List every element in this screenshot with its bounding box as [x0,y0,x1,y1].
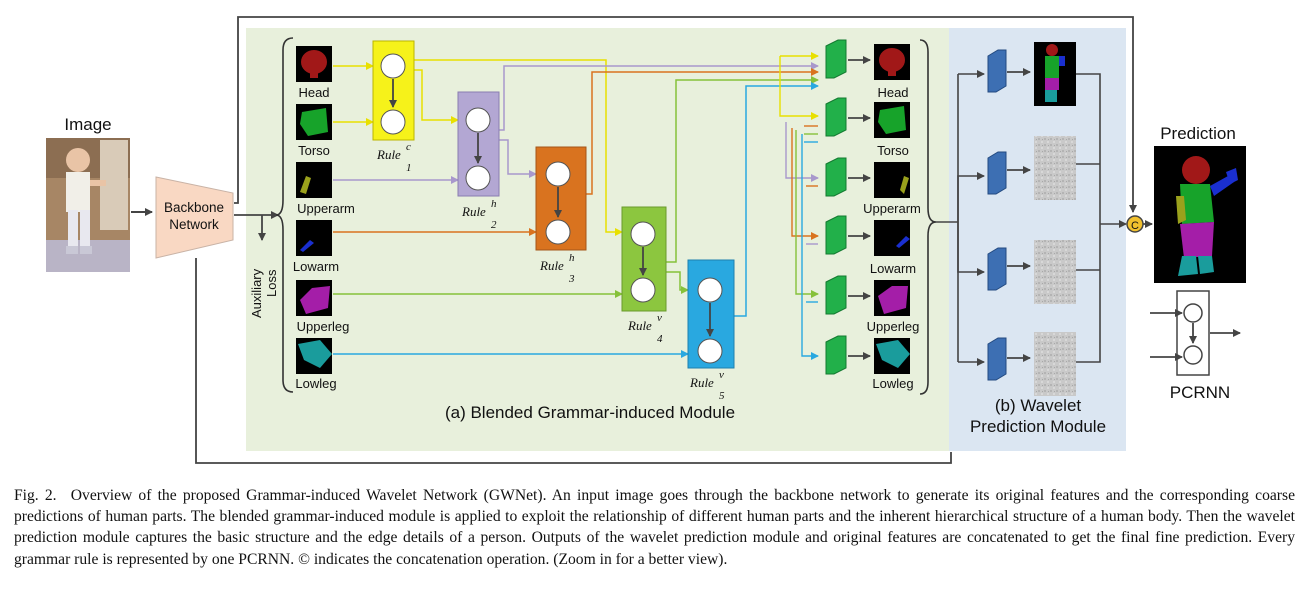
rule-5-label: Rule v 5 [689,369,725,402]
part-thumb-head [296,46,332,82]
module-a-label: (a) Blended Grammar-induced Module [445,403,735,422]
fanout-connections [779,52,819,360]
figure-number: Fig. 2. [14,487,57,504]
prediction-label: Prediction [1160,124,1236,143]
left-brace [275,37,294,393]
rule-4-block [621,206,667,312]
svg-text:Rule: Rule [539,258,564,273]
svg-text:v: v [719,369,724,381]
svg-text:h: h [569,252,575,264]
part-label-torso-left: Torso [298,143,330,158]
svg-text:Rule: Rule [461,204,486,219]
module-b-label-line1: (b) Wavelet [995,396,1082,415]
gwnet-architecture-figure: Image Backbone Network Auxiliary Loss [46,16,1246,464]
concat-symbol-letter: C [1131,220,1139,232]
part-label-lowleg-right: Lowleg [872,376,913,391]
rule-3-label: Rule h 3 [539,252,575,285]
pcrnn-legend [1150,290,1241,376]
fused-blocks [825,39,871,375]
image-label: Image [64,115,111,134]
refined-thumb-torso [874,102,910,138]
wavelet-highpass-image-2 [1034,240,1076,304]
pcrnn-label: PCRNN [1170,383,1230,402]
part-label-lowarm-left: Lowarm [293,259,339,274]
svg-text:c: c [406,141,411,153]
part-label-head-left: Head [298,85,329,100]
backbone-label-line2: Network [169,217,219,232]
part-label-upperleg-left: Upperleg [297,319,350,334]
module-b-label-line2: Prediction Module [970,417,1106,436]
skip-connection-top [234,16,1137,213]
svg-text:4: 4 [657,333,663,345]
part-thumb-upperleg [296,280,332,316]
svg-text:3: 3 [568,273,575,285]
auxiliary-loss-label-2: Loss [264,269,279,297]
wavelet-highpass-image-3 [1034,332,1076,396]
part-label-head-right: Head [877,85,908,100]
refined-thumb-lowarm [874,220,910,256]
svg-text:Rule: Rule [689,375,714,390]
refined-thumb-upperleg [874,280,910,316]
caption-text: Overview of the proposed Grammar-induced… [14,487,1295,568]
rule-1-block [372,40,415,141]
svg-text:h: h [491,198,497,210]
part-label-lowleg-left: Lowleg [295,376,336,391]
part-label-torso-right: Torso [877,143,909,158]
refined-thumb-lowleg [874,338,910,374]
part-label-upperarm-right: Upperarm [863,201,921,216]
part-thumb-upperarm [296,162,332,198]
wavelet-lowpass-image [1034,42,1076,106]
rule-5-block [687,259,735,369]
part-label-upperleg-right: Upperleg [867,319,920,334]
part-thumb-torso [296,104,332,140]
wavelet-blocks [987,49,1031,381]
rule-2-block [457,91,500,197]
svg-text:Rule: Rule [376,147,401,162]
svg-text:1: 1 [406,162,412,174]
part-label-upperarm-left: Upperarm [297,201,355,216]
svg-text:2: 2 [491,219,497,231]
prediction-image [1154,146,1246,283]
refined-thumb-upperarm [874,162,910,198]
rule-3-block [535,146,587,251]
part-thumb-lowarm [296,220,332,256]
refined-thumb-head [874,44,910,80]
rule-1-label: Rule c 1 [376,141,412,174]
rule-4-label: Rule v 4 [627,312,663,345]
figure-caption: Fig. 2. Overview of the proposed Grammar… [14,485,1295,570]
input-image [46,138,130,272]
backbone-network-block [155,176,234,259]
svg-text:v: v [657,312,662,324]
part-thumb-lowleg [296,338,332,374]
rule-2-label: Rule h 2 [461,198,497,231]
wavelet-highpass-image-1 [1034,136,1076,200]
skip-connection-bottom [195,258,952,464]
auxiliary-loss-label-1: Auxiliary [249,268,264,318]
svg-text:5: 5 [719,390,725,402]
wavelet-routing [936,70,1127,366]
part-label-lowarm-right: Lowarm [870,261,916,276]
svg-text:Rule: Rule [627,318,652,333]
backbone-label-line1: Backbone [164,200,224,215]
